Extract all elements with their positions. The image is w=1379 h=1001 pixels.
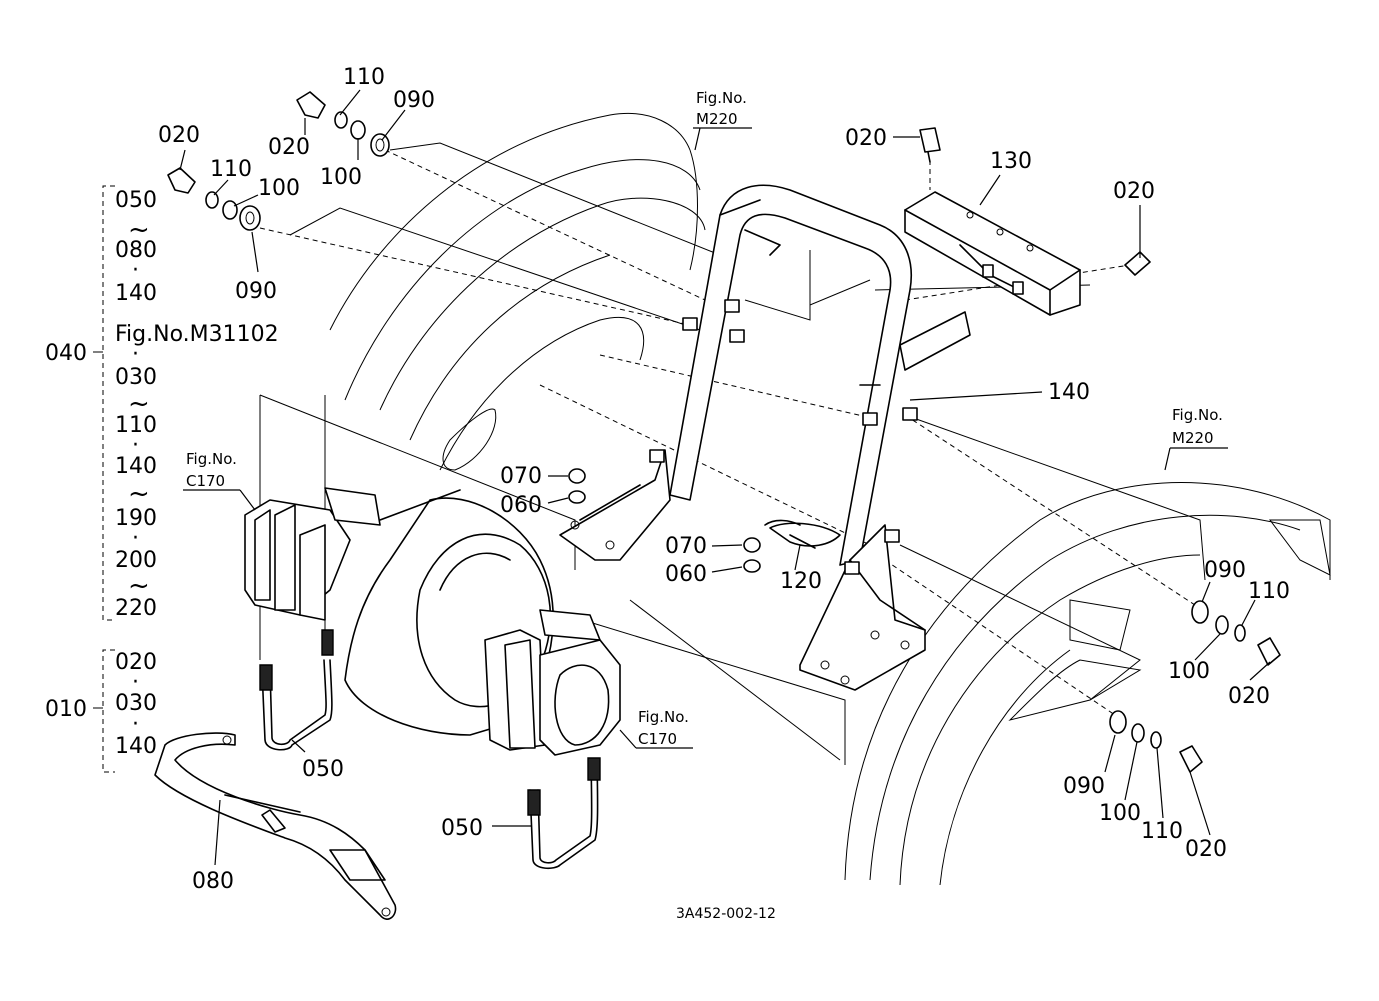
group-010-label: 010	[45, 697, 87, 722]
fig-ref-m220-top-line1: Fig.No.	[696, 89, 747, 107]
group-010-item: 020	[115, 650, 157, 675]
label-090: 090	[1204, 558, 1246, 583]
group-040-item: 140	[115, 454, 157, 479]
group-040-item: ·	[132, 433, 139, 458]
left-fender	[329, 112, 706, 471]
label-020: 020	[845, 126, 887, 151]
fig-ref-c170-right-line1: Fig.No.	[638, 708, 689, 726]
group-brackets	[93, 185, 115, 773]
group-040-item: ·	[132, 258, 139, 283]
label-050: 050	[441, 816, 483, 841]
group-010-item: 140	[115, 734, 157, 759]
fig-ref-c170-left-line1: Fig.No.	[186, 450, 237, 468]
fig-ref-c170-right-line2: C170	[638, 730, 677, 748]
group-040-label: 040	[45, 341, 87, 366]
label-090: 090	[393, 88, 435, 113]
strap-080	[154, 732, 397, 920]
label-020: 020	[1228, 684, 1270, 709]
label-020: 020	[1185, 837, 1227, 862]
projection-lines	[259, 142, 1206, 765]
label-130: 130	[990, 149, 1032, 174]
label-110: 110	[210, 157, 252, 182]
axle-assembly	[244, 487, 621, 756]
fig-ref-c170-left-line2: C170	[186, 472, 225, 490]
part-120	[764, 519, 841, 549]
fig-ref-m220-right-line1: Fig.No.	[1172, 406, 1223, 424]
fasteners	[167, 91, 1281, 773]
group-010-item: ·	[132, 670, 139, 695]
fig-ref-m220-top-line2: M220	[696, 110, 738, 128]
label-110: 110	[1248, 579, 1290, 604]
group-040-item: 200	[115, 548, 157, 573]
group-040-item: ~	[128, 389, 150, 419]
group-040-item: 140	[115, 281, 157, 306]
label-050: 050	[302, 757, 344, 782]
group-040-item: 050	[115, 188, 157, 213]
label-110: 110	[343, 65, 385, 90]
part-130-beam	[904, 191, 1081, 316]
group-040-item: 220	[115, 596, 157, 621]
group-040-item: 190	[115, 506, 157, 531]
label-110: 110	[1141, 819, 1183, 844]
drawing-code: 3A452-002-12	[676, 906, 776, 922]
group-040-item: ~	[128, 215, 150, 245]
group-040-item: ~	[128, 571, 150, 601]
rops-frame	[559, 184, 971, 691]
figure-references: Fig.No. M220 Fig.No. M220 Fig.No. C170 F…	[186, 89, 1223, 748]
part-labels: 020 110 090 020 100 020 110 100 090 020 …	[158, 65, 1290, 894]
label-060: 060	[500, 493, 542, 518]
group-010: 010 020 · 030 · 140	[45, 650, 157, 759]
u-bolt-left	[259, 629, 334, 751]
u-bolt-right	[527, 757, 601, 870]
fig-ref-m220-right-line2: M220	[1172, 429, 1214, 447]
group-040-item: ·	[132, 342, 139, 367]
group-010-item: ·	[132, 712, 139, 737]
label-020: 020	[268, 135, 310, 160]
group-040-item: 110	[115, 413, 157, 438]
label-100: 100	[1099, 801, 1141, 826]
label-100: 100	[1168, 659, 1210, 684]
group-040-item: 080	[115, 238, 157, 263]
group-040: 040 050 ~ 080 · 140 Fig.No.M31102 · 030 …	[45, 188, 279, 621]
label-140: 140	[1048, 380, 1090, 405]
group-040-item: 030	[115, 365, 157, 390]
group-040-item: Fig.No.M31102	[115, 322, 279, 347]
leader-lines	[179, 89, 1271, 866]
label-020: 020	[158, 123, 200, 148]
label-070: 070	[500, 464, 542, 489]
label-060: 060	[665, 562, 707, 587]
label-120: 120	[780, 569, 822, 594]
label-090: 090	[1063, 774, 1105, 799]
label-090: 090	[235, 279, 277, 304]
group-010-item: 030	[115, 691, 157, 716]
label-100: 100	[258, 176, 300, 201]
label-080: 080	[192, 869, 234, 894]
right-fender	[844, 482, 1331, 886]
group-040-item: ·	[132, 526, 139, 551]
label-070: 070	[665, 534, 707, 559]
label-100: 100	[320, 165, 362, 190]
group-040-item: ~	[128, 479, 150, 509]
label-020: 020	[1113, 179, 1155, 204]
